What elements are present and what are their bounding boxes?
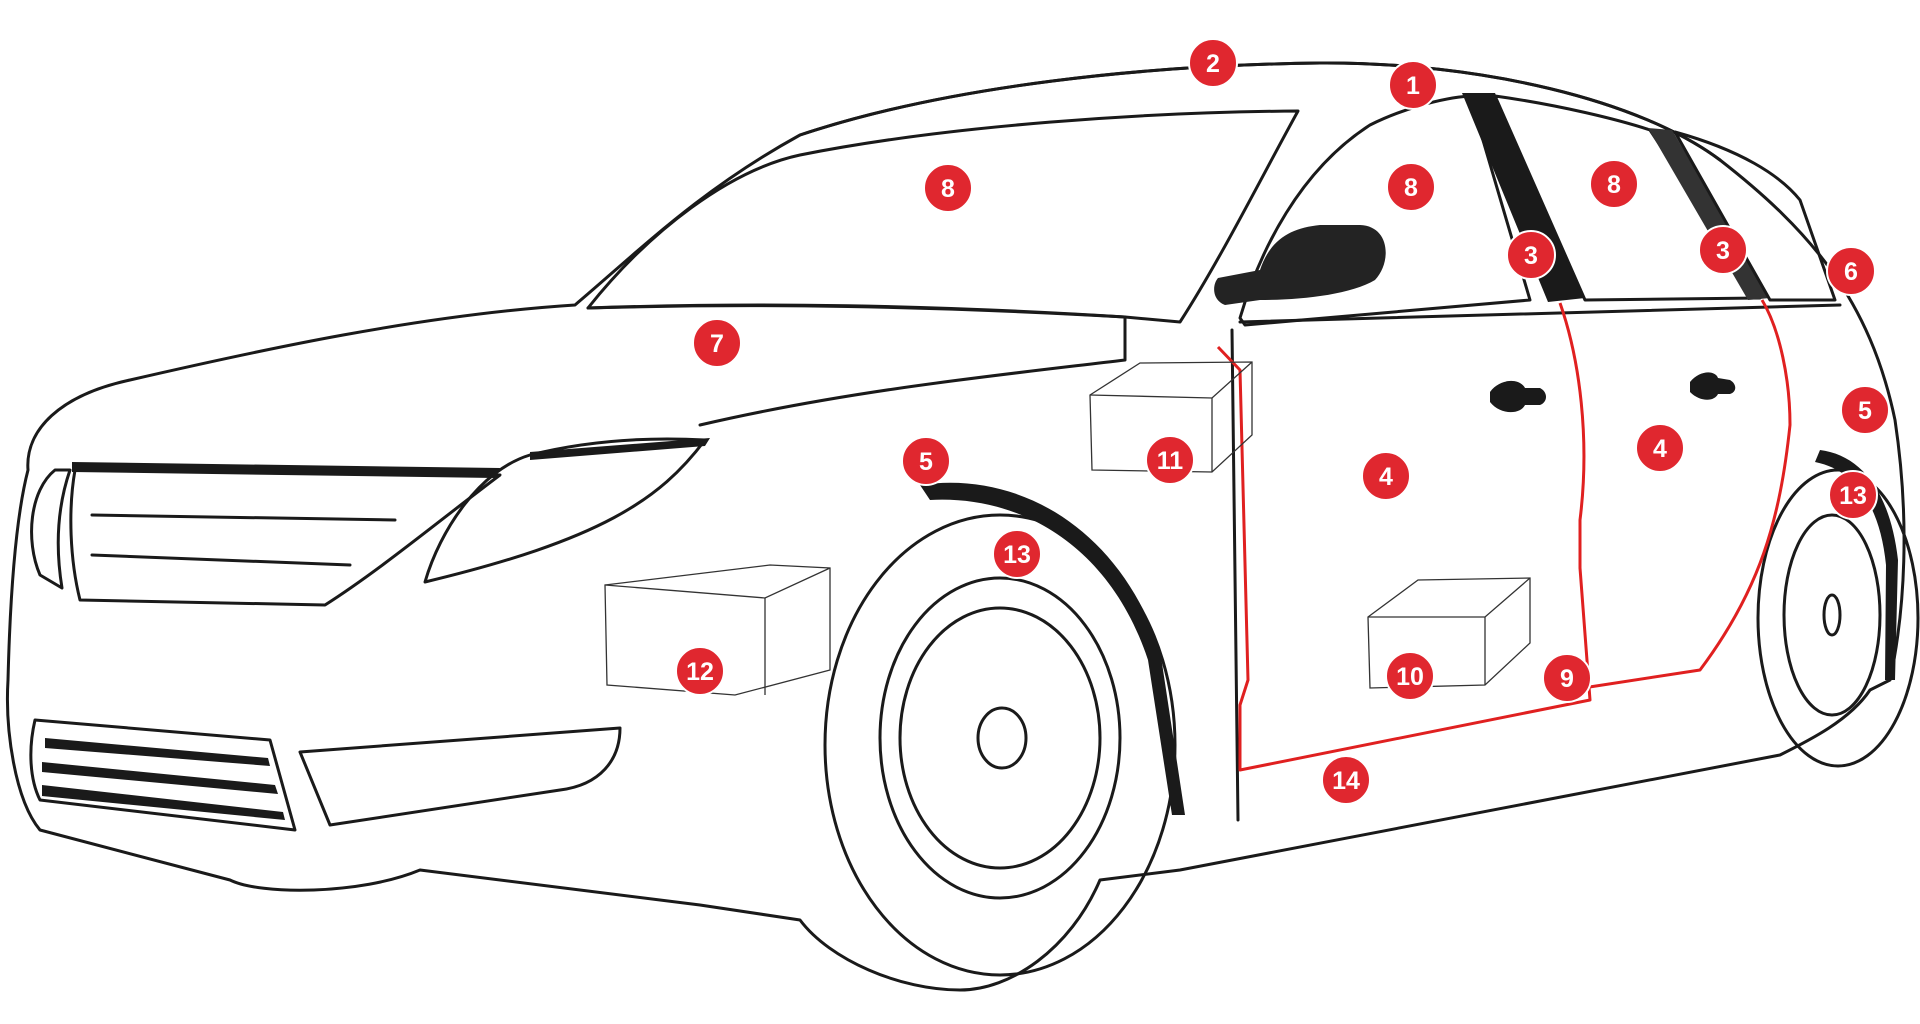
rear-quarter-window bbox=[1673, 130, 1837, 302]
belt-line bbox=[1238, 303, 1842, 324]
front-door-seam bbox=[1230, 328, 1240, 822]
marker-m10: 10 bbox=[1385, 651, 1435, 701]
front-door-handle bbox=[1490, 380, 1546, 413]
marker-circle bbox=[1698, 225, 1748, 275]
rear-door-handle bbox=[1690, 372, 1736, 400]
lower-intake bbox=[29, 718, 297, 832]
marker-label: 8 bbox=[1607, 171, 1621, 199]
grille-top-bar bbox=[72, 462, 500, 478]
marker-circle bbox=[1321, 755, 1371, 805]
marker-label: 7 bbox=[710, 330, 724, 358]
rear-hub bbox=[1822, 593, 1842, 637]
marker-circle bbox=[1361, 451, 1411, 501]
rear-rim bbox=[1782, 513, 1882, 717]
windshield bbox=[586, 109, 1300, 324]
marker-m13a: 13 bbox=[992, 529, 1042, 579]
marker-label: 5 bbox=[919, 448, 933, 476]
marker-m8c: 8 bbox=[1589, 159, 1639, 209]
marker-label: 4 bbox=[1653, 435, 1667, 463]
marker-circle bbox=[1385, 651, 1435, 701]
front-rim-inner bbox=[898, 606, 1102, 870]
grille-slat-1 bbox=[90, 513, 397, 522]
marker-circle bbox=[1826, 246, 1876, 296]
marker-circle bbox=[1828, 470, 1878, 520]
hood-line bbox=[586, 304, 1127, 427]
marker-label: 3 bbox=[1524, 242, 1538, 270]
marker-circle bbox=[1506, 230, 1556, 280]
marker-m7: 7 bbox=[692, 318, 742, 368]
front-hub bbox=[976, 706, 1028, 770]
marker-label: 13 bbox=[1839, 482, 1867, 510]
grille-slat-2 bbox=[90, 553, 352, 567]
marker-circle bbox=[1840, 385, 1890, 435]
marker-m5a: 5 bbox=[901, 436, 951, 486]
marker-label: 13 bbox=[1003, 541, 1031, 569]
intake-slat-2 bbox=[42, 762, 278, 794]
marker-circle bbox=[992, 529, 1042, 579]
marker-m2: 2 bbox=[1188, 38, 1238, 88]
marker-m4b: 4 bbox=[1635, 423, 1685, 473]
marker-label: 2 bbox=[1206, 50, 1220, 78]
marker-label: 8 bbox=[941, 175, 955, 203]
front-door-window bbox=[1238, 94, 1532, 327]
marker-label: 9 bbox=[1560, 665, 1574, 693]
marker-circle bbox=[1589, 159, 1639, 209]
marker-m9: 9 bbox=[1542, 653, 1592, 703]
marker-circle bbox=[1635, 423, 1685, 473]
front-grille bbox=[69, 467, 502, 607]
marker-label: 10 bbox=[1396, 663, 1424, 691]
marker-m6: 6 bbox=[1826, 246, 1876, 296]
marker-m5b: 5 bbox=[1840, 385, 1890, 435]
left-headlight bbox=[30, 468, 72, 590]
marker-label: 14 bbox=[1332, 767, 1360, 795]
marker-m13b: 13 bbox=[1828, 470, 1878, 520]
marker-circle bbox=[692, 318, 742, 368]
marker-m14: 14 bbox=[1321, 755, 1371, 805]
headlight bbox=[423, 437, 707, 584]
marker-circle bbox=[1542, 653, 1592, 703]
marker-label: 8 bbox=[1404, 174, 1418, 202]
marker-circle bbox=[923, 163, 973, 213]
marker-label: 11 bbox=[1157, 447, 1184, 475]
intake-slat-3 bbox=[42, 785, 285, 820]
marker-circle bbox=[1145, 435, 1195, 485]
component-box-10 bbox=[1367, 577, 1531, 689]
marker-m8b: 8 bbox=[1386, 162, 1436, 212]
component-box-11 bbox=[1089, 361, 1253, 473]
marker-circle bbox=[675, 646, 725, 696]
component-box-12 bbox=[604, 564, 831, 696]
fog-light bbox=[298, 726, 622, 827]
marker-m3a: 3 bbox=[1506, 230, 1556, 280]
car-body bbox=[6, 61, 1906, 992]
marker-circle bbox=[1386, 162, 1436, 212]
side-mirror bbox=[1214, 225, 1386, 305]
front-door-seal bbox=[1216, 302, 1592, 772]
front-tire bbox=[823, 513, 1177, 977]
marker-m11: 11 bbox=[1145, 435, 1195, 485]
marker-m4a: 4 bbox=[1361, 451, 1411, 501]
marker-label: 3 bbox=[1716, 237, 1730, 265]
rear-door-seal bbox=[1569, 299, 1792, 692]
marker-circle bbox=[901, 436, 951, 486]
marker-label: 6 bbox=[1844, 258, 1858, 286]
marker-m8a: 8 bbox=[923, 163, 973, 213]
marker-m1: 1 bbox=[1388, 60, 1438, 110]
intake-slat-1 bbox=[45, 738, 270, 766]
marker-circle bbox=[1188, 38, 1238, 88]
front-wheel-arch bbox=[920, 482, 1185, 815]
marker-label: 4 bbox=[1379, 463, 1393, 491]
marker-circle bbox=[1388, 60, 1438, 110]
marker-label: 12 bbox=[686, 658, 714, 686]
rear-wheel-arch bbox=[1815, 450, 1898, 680]
roof-line bbox=[798, 61, 1722, 162]
front-rim-outer bbox=[878, 576, 1122, 900]
headlight-brow bbox=[530, 438, 710, 460]
marker-label: 1 bbox=[1406, 72, 1420, 100]
marker-label: 5 bbox=[1858, 397, 1872, 425]
marker-m3b: 3 bbox=[1698, 225, 1748, 275]
marker-m12: 12 bbox=[675, 646, 725, 696]
